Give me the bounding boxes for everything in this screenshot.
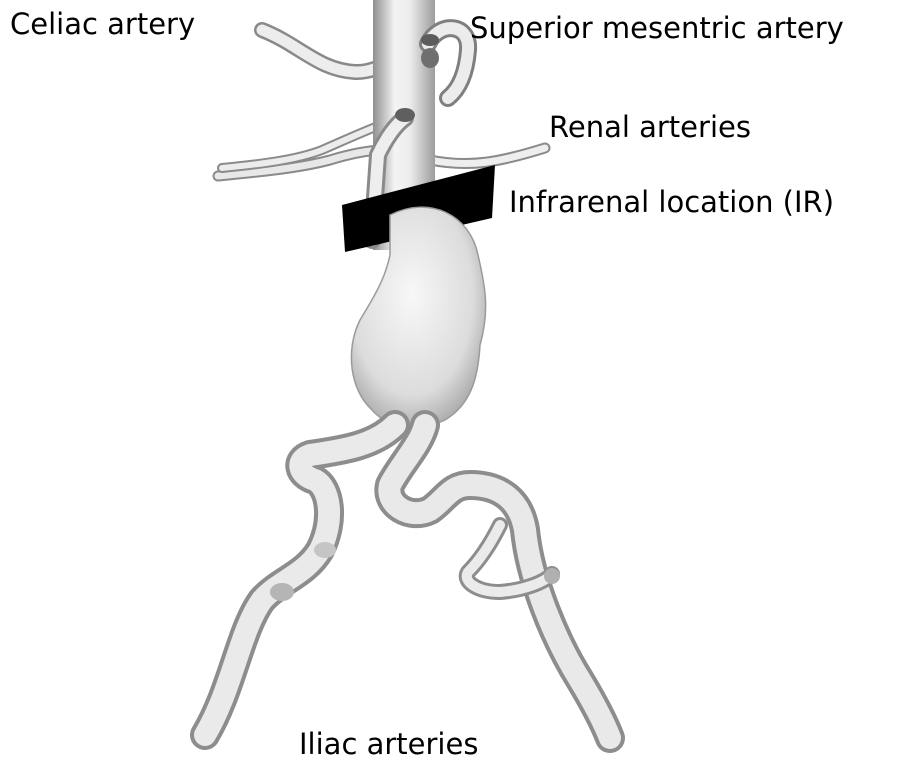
renal-arteries-label: Renal arteries (549, 113, 751, 142)
renal-artery-left (218, 122, 388, 176)
left-iliac-artery (205, 425, 395, 735)
iliac-arteries-label: Iliac arteries (299, 730, 478, 759)
infrarenal-location-label: Infrarenal location (IR) (509, 188, 834, 217)
right-iliac-artery (389, 425, 610, 738)
renal-artery-right (430, 148, 545, 164)
superior-mesenteric-artery-label: Superior mesentric artery (470, 14, 844, 43)
celiac-artery-label: Celiac artery (10, 10, 195, 39)
